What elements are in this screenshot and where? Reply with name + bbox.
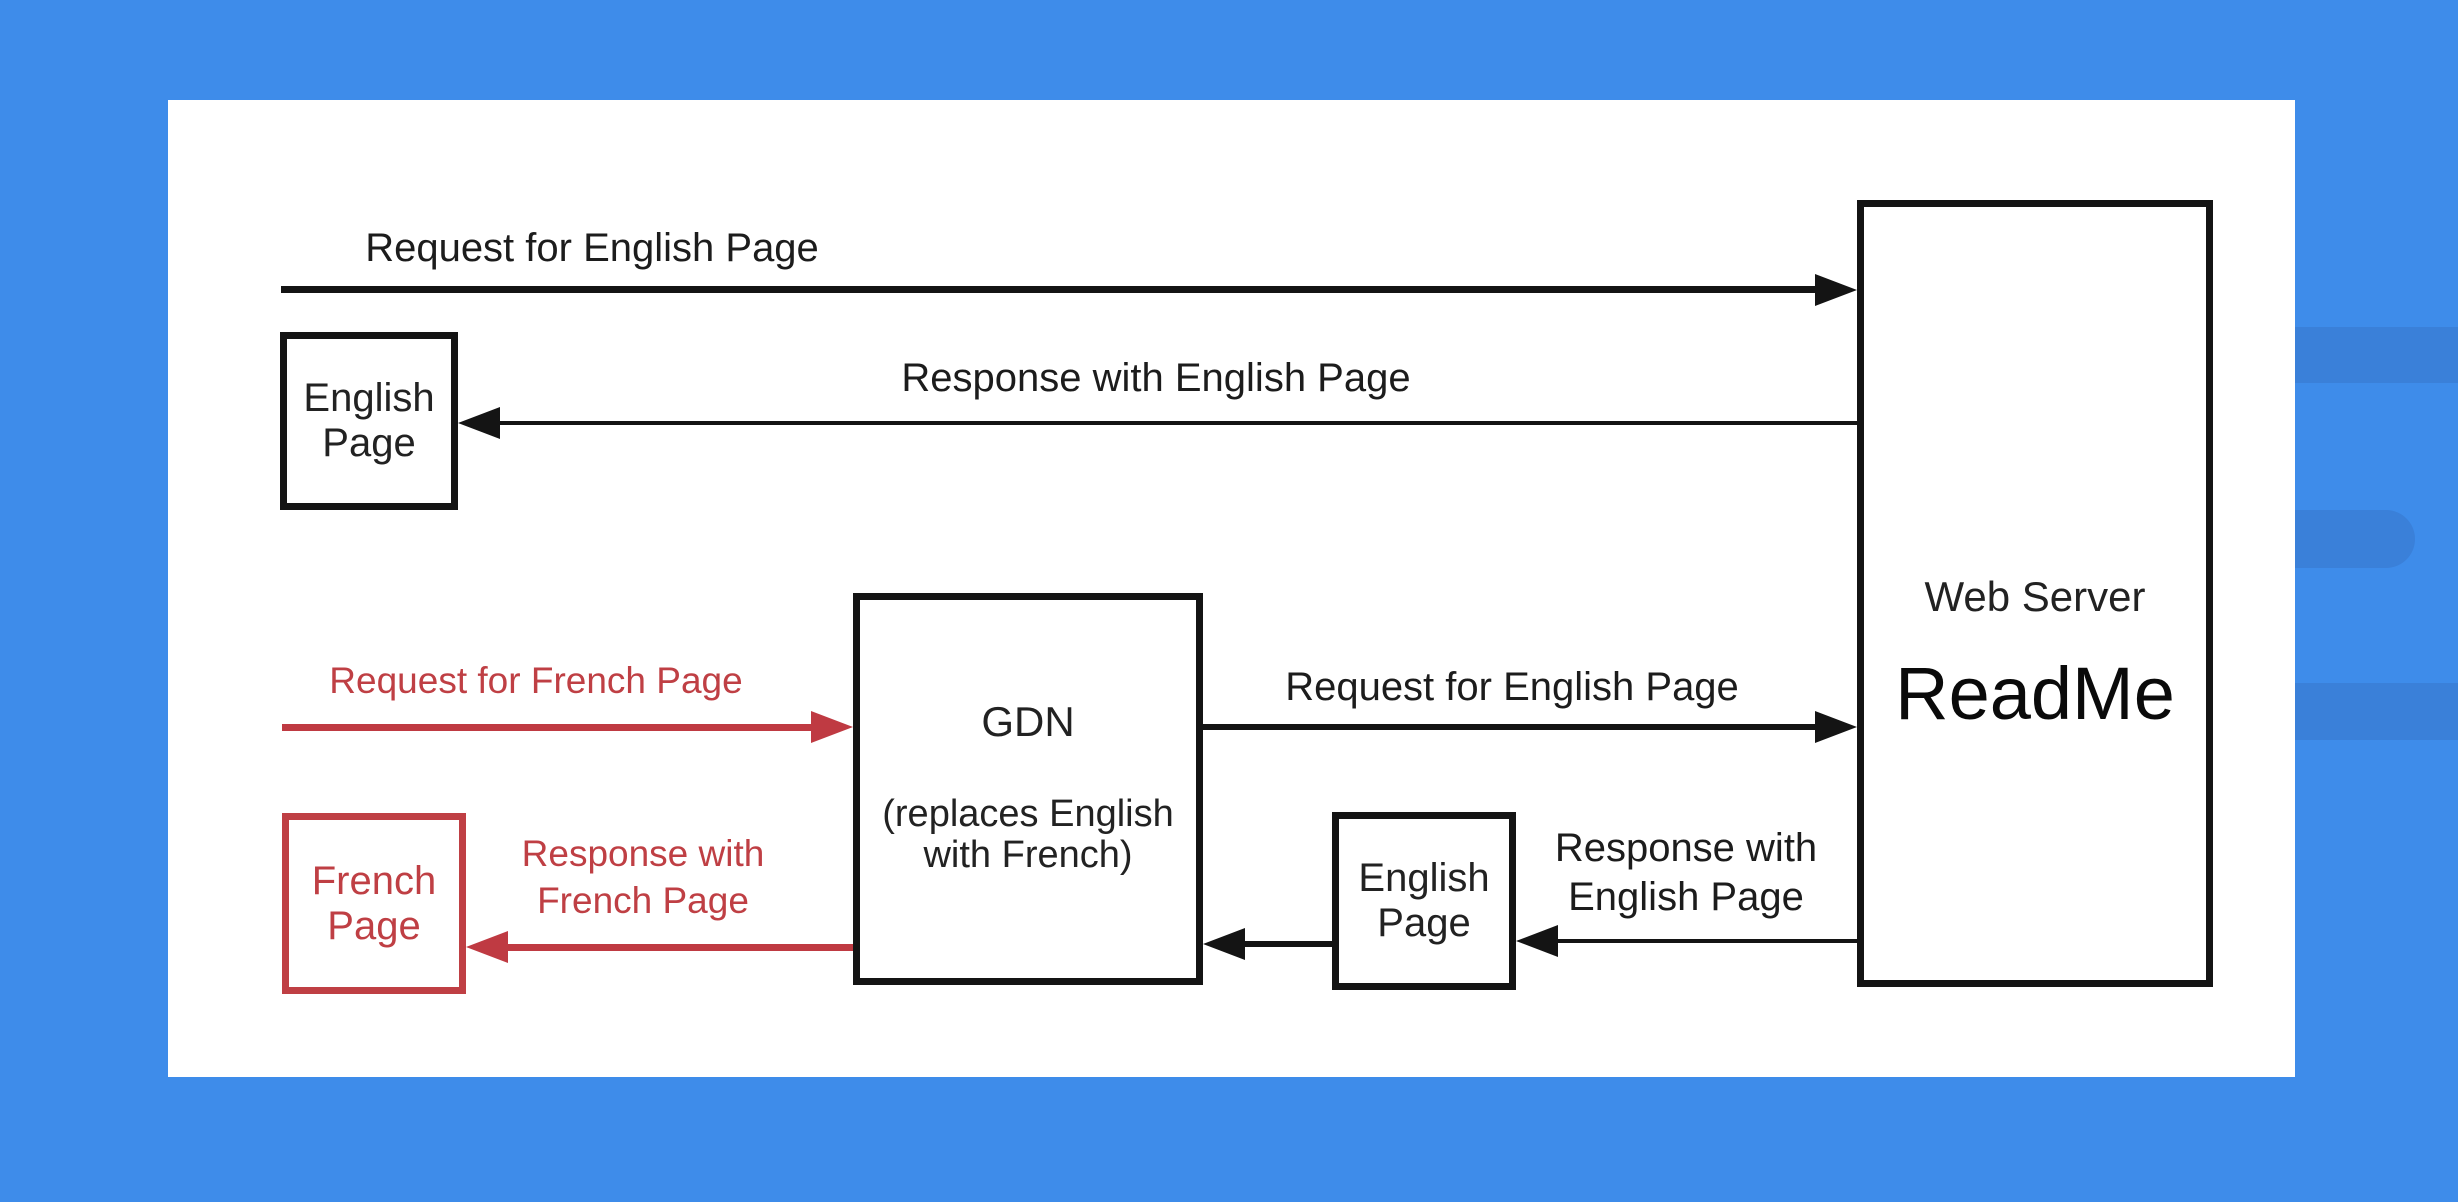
box-web-server-title: Web Server [1924,573,2146,620]
label-response-english-top: Response with English Page [901,356,1411,400]
arrow-response-french-line [506,944,853,951]
label-request-english-top: Request for English Page [365,226,819,270]
box-english-page-bottom: English Page [1332,812,1516,990]
arrow-request-english-top-line [281,286,1820,293]
box-gdn-subtitle-line1: (replaces English [882,793,1174,835]
label-response-french-line1: Response with [521,833,765,874]
box-french-page-line1: French [311,858,437,903]
label-response-english-bottom-line1: Response with [1554,826,1818,870]
label-response-french: Response with French Page [522,830,765,924]
label-response-french-line2: French Page [537,880,749,921]
arrow-request-english-mid-line [1203,724,1820,730]
box-gdn: GDN (replaces English with French) [853,593,1203,985]
box-web-server: Web Server ReadMe [1857,200,2213,987]
arrow-left-icon [458,407,500,439]
arrow-request-french-line [282,724,816,731]
box-gdn-subtitle-line2: with French) [923,834,1133,876]
label-response-english-bottom-line2: English Page [1568,875,1804,919]
label-response-english-bottom: Response with English Page [1555,824,1817,922]
arrow-right-icon [1815,711,1857,743]
label-request-english-mid: Request for English Page [1285,665,1739,709]
arrow-left-icon [1203,928,1245,960]
arrow-left-icon [1516,925,1558,957]
box-french-page: French Page [282,813,466,994]
box-english-page-top-line1: English [303,376,435,420]
box-french-page-line2: Page [327,903,421,948]
box-english-page-bottom-line2: Page [1377,901,1471,945]
box-english-page-top: English Page [280,332,458,510]
box-english-page-bottom-line1: English [1358,856,1490,900]
arrow-right-icon [1815,274,1857,306]
box-web-server-brand: ReadMe [1895,652,2175,735]
label-request-french: Request for French Page [329,660,743,701]
arrow-right-red-icon [811,711,853,743]
arrow-english-to-gdn-line [1243,941,1332,947]
arrow-left-red-icon [466,931,508,963]
box-english-page-top-line2: Page [322,421,416,465]
box-gdn-subtitle: (replaces English with French) [820,794,1236,876]
arrow-response-english-bottom-line [1556,939,1857,943]
arrow-response-english-top-line [498,421,1857,425]
diagram-canvas: Request for English Page Response with E… [168,100,2295,1077]
box-gdn-title: GDN [981,698,1075,745]
